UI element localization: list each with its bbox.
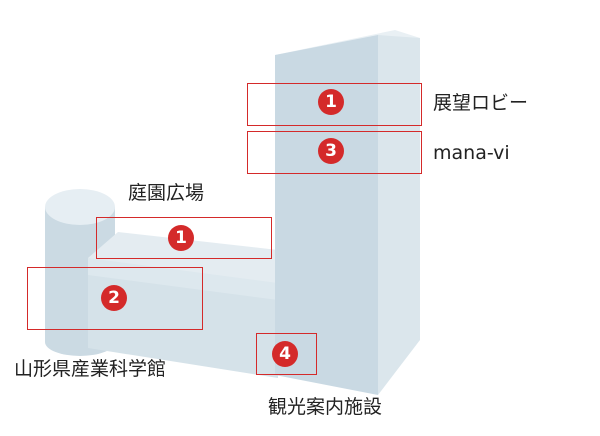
label-science-museum: 山形県産業科学館	[14, 358, 167, 380]
label-observation-lobby: 展望ロビー	[433, 92, 529, 114]
highlight-tourist[interactable]	[256, 333, 317, 375]
highlight-museum[interactable]	[27, 267, 203, 330]
highlight-lobby[interactable]	[247, 83, 422, 126]
low-wing	[88, 232, 278, 378]
label-mana-vi: mana-vi	[433, 142, 510, 164]
marker-manavi: 3	[318, 138, 344, 164]
highlight-manavi[interactable]	[247, 131, 422, 174]
highlight-garden[interactable]	[96, 217, 272, 259]
label-garden-plaza: 庭園広場	[128, 182, 205, 204]
marker-museum: 2	[101, 285, 127, 311]
label-tourist-facility: 観光案内施設	[268, 396, 383, 418]
marker-garden: 1	[168, 225, 194, 251]
marker-lobby: 1	[318, 89, 344, 115]
marker-tourist: 4	[272, 341, 298, 367]
